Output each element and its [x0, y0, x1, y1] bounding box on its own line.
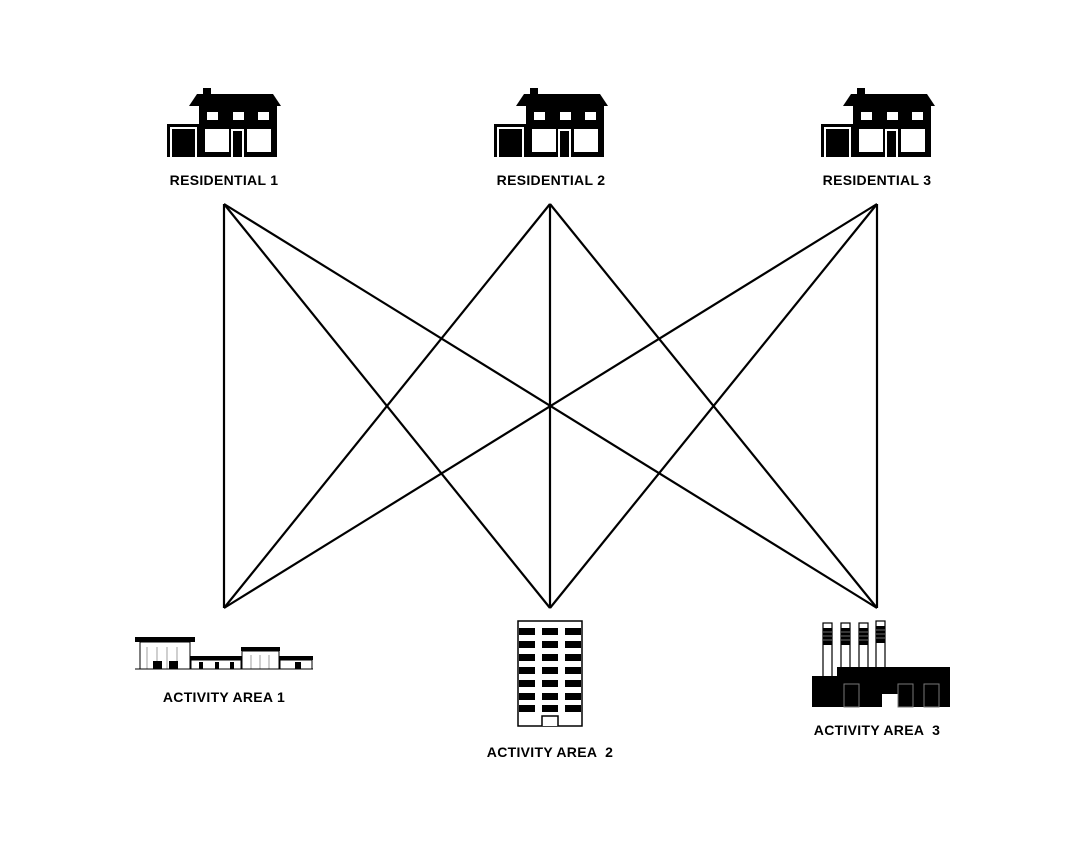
activity-area-3-label: ACTIVITY AREA 3 — [813, 722, 941, 738]
edge-r2-a1 — [223, 203, 551, 609]
activity-area-2-label: ACTIVITY AREA 2 — [486, 744, 614, 760]
residential-1-label: RESIDENTIAL 1 — [169, 172, 279, 188]
shopping-strip-icon — [135, 637, 313, 670]
node-residential-1 — [167, 88, 281, 157]
residential-3-label: RESIDENTIAL 3 — [822, 172, 932, 188]
factory-icon — [812, 620, 950, 708]
connection-lines — [222, 203, 879, 609]
house-icon — [821, 88, 935, 157]
node-residential-3 — [821, 88, 935, 157]
edge-r3-a1 — [223, 203, 878, 609]
activity-area-1-label: ACTIVITY AREA 1 — [162, 689, 286, 705]
house-icon — [167, 88, 281, 157]
house-icon — [494, 88, 608, 157]
office-tower-icon — [517, 620, 583, 727]
residential-2-label: RESIDENTIAL 2 — [496, 172, 606, 188]
edge-r3-a2 — [549, 203, 878, 609]
node-residential-2 — [494, 88, 608, 157]
